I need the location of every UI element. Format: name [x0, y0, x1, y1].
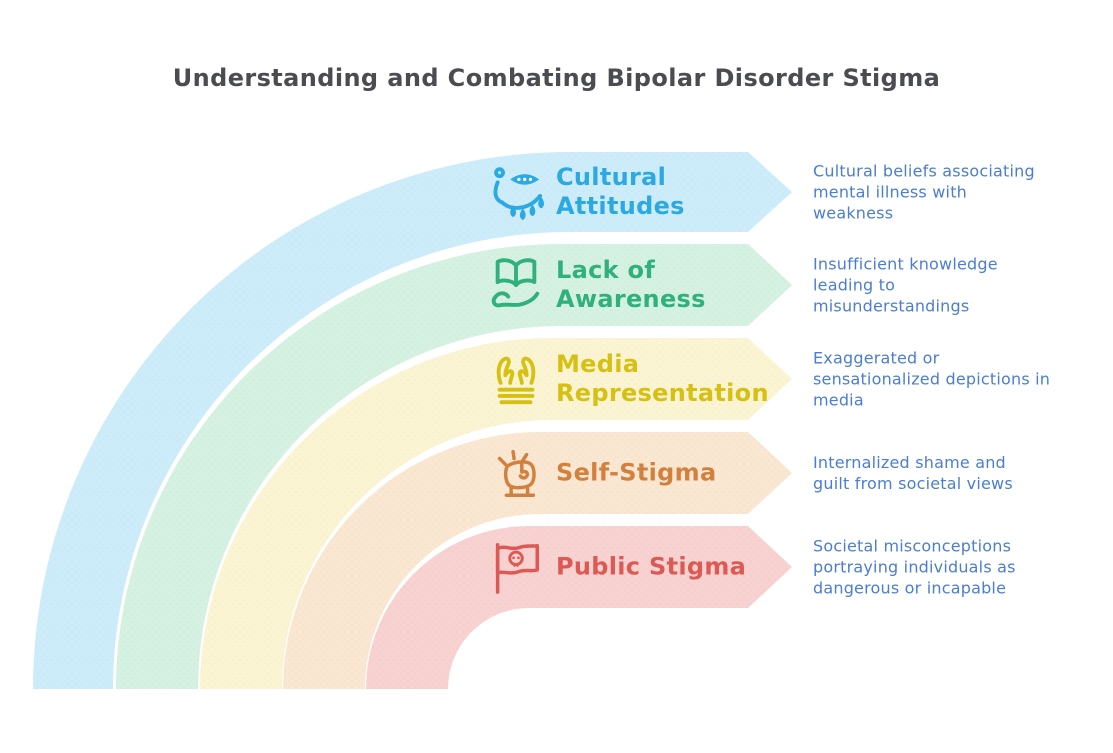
band-label-media-representation: Media Representation — [556, 350, 769, 407]
hands-over-lines-icon — [487, 350, 545, 408]
band-description-media-representation: Exaggerated or sensationalized depiction… — [813, 348, 1051, 410]
band-label-cultural-attitudes: Cultural Attitudes — [556, 163, 685, 220]
raised-fist-icon — [487, 444, 545, 502]
page-title: Understanding and Combating Bipolar Diso… — [172, 64, 941, 92]
evil-eye-amulet-icon — [487, 163, 545, 221]
open-book-hand-icon — [487, 256, 545, 314]
skull-flag-icon — [487, 538, 545, 596]
band-description-self-stigma: Internalized shame and guilt from societ… — [813, 453, 1013, 493]
band-label-public-stigma: Public Stigma — [556, 552, 747, 581]
band-label-self-stigma: Self-Stigma — [556, 458, 717, 487]
band-description-lack-of-awareness: Insufficient knowledge leading to misund… — [813, 254, 998, 316]
band-label-lack-of-awareness: Lack of Awareness — [556, 256, 706, 313]
ribbon-dot-texture — [33, 152, 792, 689]
band-description-cultural-attitudes: Cultural beliefs associating mental illn… — [813, 161, 1035, 223]
band-description-public-stigma: Societal misconceptions portraying indiv… — [813, 536, 1016, 598]
